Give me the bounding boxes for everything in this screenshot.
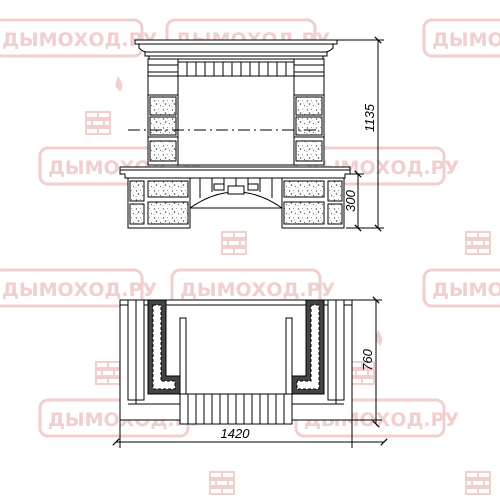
plan-view	[112, 296, 388, 448]
left-column	[147, 64, 179, 166]
firebox-opening	[177, 75, 295, 166]
base-left-block	[127, 177, 191, 229]
dimension-base-height	[350, 170, 364, 232]
watermark-badge-1: ДЫМОХОД.РУ	[0, 18, 158, 58]
dimension-total-height	[336, 36, 384, 232]
watermark-text-7: ДЫМОХОД.РУ	[180, 279, 336, 301]
base-arch	[189, 177, 283, 209]
watermark-badge-7: ДЫМОХОД.РУ	[170, 268, 336, 308]
dimension-label-depth: 760	[360, 348, 375, 370]
plan-hearth-bricks	[179, 393, 293, 425]
left-capital	[147, 58, 179, 66]
watermark-badge-3: ДЫМОХОД.РУ	[422, 18, 500, 58]
dimension-label-total-height: 1135	[362, 103, 377, 132]
dimension-width	[112, 420, 388, 448]
right-column	[293, 64, 325, 166]
dimension-label-width: 1420	[221, 426, 251, 441]
base-right-block	[281, 177, 345, 229]
right-capital	[293, 58, 325, 66]
mantel-cornice	[134, 39, 338, 60]
watermark-badge-6: ДЫМОХОД.РУ	[0, 268, 158, 308]
watermark-text-8: ДЫМОХОД.РУ	[432, 279, 500, 301]
dimension-label-base-height: 300	[343, 189, 358, 211]
hearth-slab	[119, 166, 351, 179]
plan-left-post	[179, 317, 187, 395]
plan-right-post	[285, 317, 293, 395]
lintel-bricks	[177, 61, 295, 77]
dimension-depth	[352, 296, 382, 428]
watermark-badge-8: ДЫМОХОД.РУ	[422, 268, 500, 308]
watermark-text-3: ДЫМОХОД.РУ	[432, 29, 500, 51]
plan-left-wall	[127, 299, 181, 404]
watermark-text-1: ДЫМОХОД.РУ	[2, 29, 158, 51]
watermark-text-6: ДЫМОХОД.РУ	[2, 279, 158, 301]
front-view	[119, 36, 384, 232]
